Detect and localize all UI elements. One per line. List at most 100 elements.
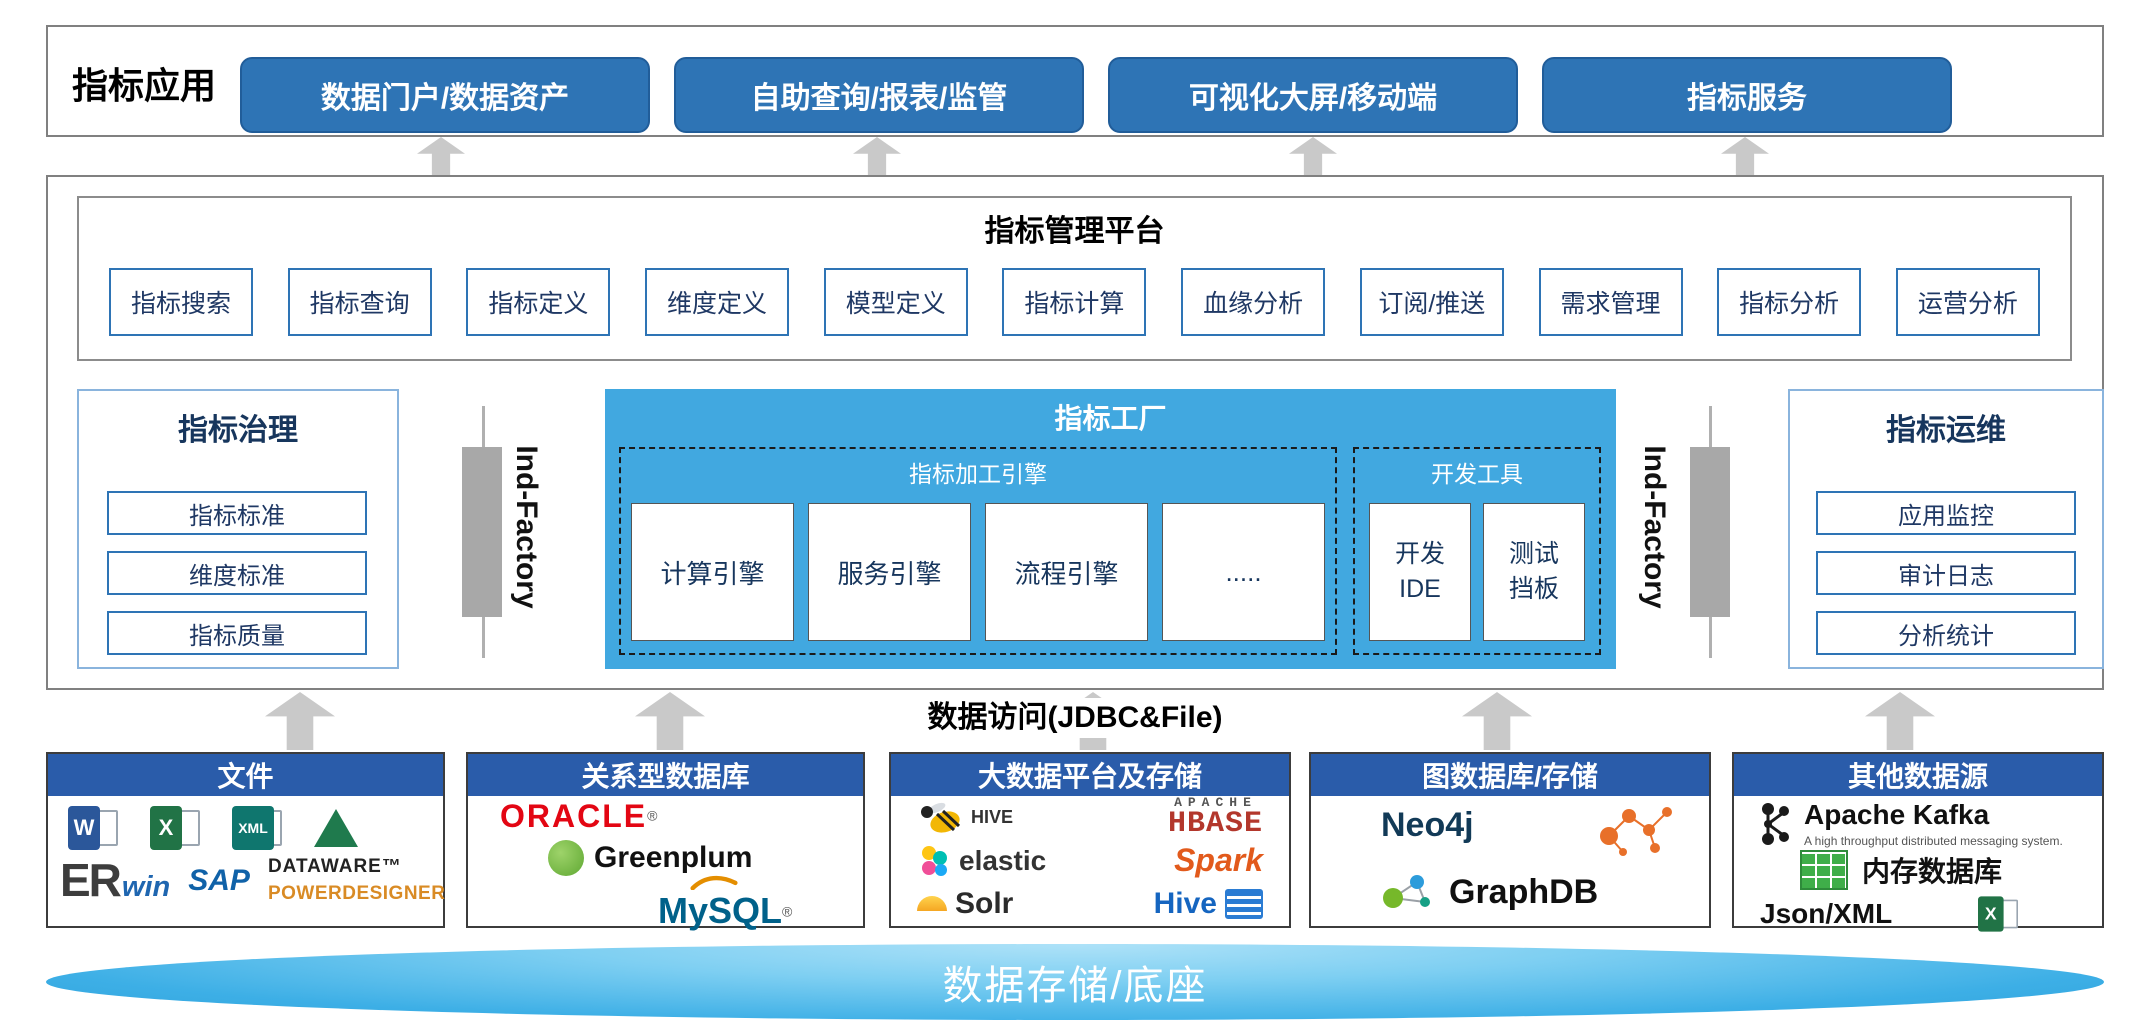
- feature-row: 指标搜索 指标查询 指标定义 维度定义 模型定义 指标计算 血缘分析 订阅/推送…: [109, 268, 2040, 336]
- engine-group-title: 指标加工引擎: [909, 461, 1047, 487]
- feature-box: 指标分析: [1717, 268, 1862, 336]
- datasource-bigdata-body: HIVE APACHE HBASE elastic Spa: [891, 796, 1289, 926]
- devtools-group-box: 开发工具 开发 IDE 测试 挡板: [1353, 447, 1601, 655]
- connector-bar: [462, 447, 502, 617]
- datasource-relational-header: 关系型数据库: [468, 754, 863, 796]
- test-mock-box: 测试 挡板: [1483, 503, 1585, 641]
- datasource-files-box: 文件 W X XML ER win SAP DATAWARE™ POWERDES…: [46, 752, 445, 928]
- dev-ide-box: 开发 IDE: [1369, 503, 1471, 641]
- connector-bar: [1690, 447, 1730, 617]
- feature-box: 需求管理: [1538, 268, 1683, 336]
- governance-item: 维度标准: [107, 551, 367, 595]
- feature-box: 模型定义: [823, 268, 968, 336]
- management-platform-title: 指标管理平台: [984, 215, 1165, 248]
- ops-item: 审计日志: [1816, 551, 2076, 595]
- hive-document-icon: [1225, 888, 1263, 919]
- kafka-icon: [1762, 802, 1789, 845]
- app-button-data-portal: 数据门户/数据资产: [240, 57, 650, 133]
- governance-title: 指标治理: [178, 414, 298, 447]
- dev-box-line: IDE: [1399, 575, 1441, 603]
- datasource-other-header: 其他数据源: [1734, 754, 2102, 796]
- mysql-dolphin-icon: [690, 875, 738, 890]
- datasource-graph-body: Neo4j: [1311, 796, 1709, 926]
- memdb-logo: 内存数据库: [1800, 850, 2002, 890]
- engine-row: 计算引擎 服务引擎 流程引擎 .....: [631, 503, 1325, 641]
- management-platform-box: 指标管理平台 指标搜索 指标查询 指标定义 维度定义 模型定义 指标计算 血缘分…: [77, 196, 2072, 361]
- bigdata-row: HIVE APACHE HBASE: [891, 796, 1289, 839]
- dev-box-line: 开发: [1394, 540, 1445, 568]
- solr-sun-icon: [917, 896, 947, 911]
- dataware-powerdesigner: DATAWARE™ POWERDESIGNER: [268, 856, 446, 905]
- datasource-other-body: Apache Kafka A high throughput distribut…: [1734, 796, 2102, 932]
- feature-box: 指标计算: [1002, 268, 1147, 336]
- jsonxml-logo: Json/XML X: [1760, 892, 2028, 936]
- greenplum-icon: [548, 840, 584, 876]
- devtools-group-title: 开发工具: [1431, 461, 1523, 487]
- governance-item: 指标质量: [107, 611, 367, 655]
- up-arrow-icon: [1289, 137, 1337, 177]
- app-button-service: 指标服务: [1542, 57, 1952, 133]
- elastic-logo: elastic: [917, 844, 1046, 878]
- feature-box: 维度定义: [645, 268, 790, 336]
- apache-hive-logo: HIVE: [917, 800, 1013, 836]
- datasource-files-header: 文件: [48, 754, 443, 796]
- dev-box-line: 挡板: [1508, 575, 1559, 603]
- factory-title: 指标工厂: [1054, 403, 1167, 434]
- dataware-logo: DATAWARE™: [267, 856, 402, 877]
- feature-box: 指标搜索: [109, 268, 253, 336]
- datasource-bigdata-box: 大数据平台及存储 HIVE APACHE HBASE: [889, 752, 1291, 928]
- memory-table-icon: [1800, 850, 1848, 890]
- storage-base-label: 数据存储/底座: [942, 964, 1208, 1008]
- app-layer-label: 指标应用: [72, 65, 217, 106]
- oracle-logo: ORACLE®: [500, 798, 658, 834]
- factory-box: 指标工厂 指标加工引擎 计算引擎 服务引擎 流程引擎 ..... 开发工具 开发…: [605, 389, 1616, 669]
- erwin-logo: ER win: [60, 854, 171, 906]
- ops-item: 分析统计: [1816, 611, 2076, 655]
- spark-logo: Spark: [1174, 842, 1263, 878]
- dev-box-line: 测试: [1508, 540, 1559, 568]
- greenplum-logo: Greenplum: [548, 840, 752, 876]
- storage-base-disc: 数据存储/底座: [46, 944, 2104, 1020]
- up-arrow-icon: [1721, 137, 1769, 177]
- ops-title: 指标运维: [1886, 414, 2006, 447]
- feature-box: 血缘分析: [1181, 268, 1326, 336]
- governance-item: 指标标准: [107, 491, 367, 535]
- engine-box: 流程引擎: [985, 503, 1148, 641]
- engine-box: 计算引擎: [631, 503, 794, 641]
- bigdata-row: Solr Hive: [891, 882, 1289, 925]
- graphdb-logo: GraphDB: [1377, 870, 1598, 914]
- datasource-relational-box: 关系型数据库 ORACLE® Greenplum MySQL®: [466, 752, 865, 931]
- hive-bee-icon: [921, 802, 961, 833]
- kafka-text-block: Apache Kafka A high throughput distribut…: [1804, 799, 2063, 848]
- excel-icon: X: [150, 806, 200, 850]
- neo4j-logo: Neo4j: [1381, 806, 1474, 844]
- data-access-label: 数据访问(JDBC&File): [909, 698, 1241, 738]
- powerdesigner-logo: POWERDESIGNER: [267, 883, 446, 904]
- feature-box: 指标定义: [466, 268, 611, 336]
- feature-box: 订阅/推送: [1359, 268, 1504, 336]
- datasource-other-box: 其他数据源 Apache Kafka A high throughput dis…: [1732, 752, 2104, 932]
- elastic-icon: [922, 845, 947, 876]
- datasource-graph-box: 图数据库/存储 Neo4j: [1309, 752, 1711, 928]
- datasource-graph-header: 图数据库/存储: [1311, 754, 1709, 796]
- datasource-bigdata-header: 大数据平台及存储: [891, 754, 1289, 796]
- excel-icon: X: [1978, 896, 2019, 932]
- up-arrow-icon: [417, 137, 465, 177]
- kafka-logo: Apache Kafka A high throughput distribut…: [1756, 799, 2063, 848]
- solr-logo: Solr: [917, 887, 1013, 921]
- sap-logo: SAP: [188, 863, 250, 897]
- file-logos-row: ER win SAP DATAWARE™ POWERDESIGNER: [48, 850, 446, 906]
- governance-panel: 指标治理 指标标准 维度标准 指标质量: [77, 389, 399, 669]
- bigdata-row: elastic Spark: [891, 839, 1289, 882]
- up-arrow-icon: [853, 137, 901, 177]
- ops-panel: 指标运维 应用监控 审计日志 分析统计: [1788, 389, 2104, 669]
- graph-cluster-icon: [1600, 807, 1672, 856]
- graphdb-icon: [1383, 875, 1430, 908]
- data-access-label-row: 数据访问(JDBC&File): [0, 698, 2150, 738]
- pyramid-icon: [314, 809, 358, 847]
- hive-blue-logo: Hive: [1154, 887, 1263, 921]
- ops-item: 应用监控: [1816, 491, 2076, 535]
- xml-icon: XML: [232, 806, 282, 850]
- engine-group-box: 指标加工引擎 计算引擎 服务引擎 流程引擎 .....: [619, 447, 1337, 655]
